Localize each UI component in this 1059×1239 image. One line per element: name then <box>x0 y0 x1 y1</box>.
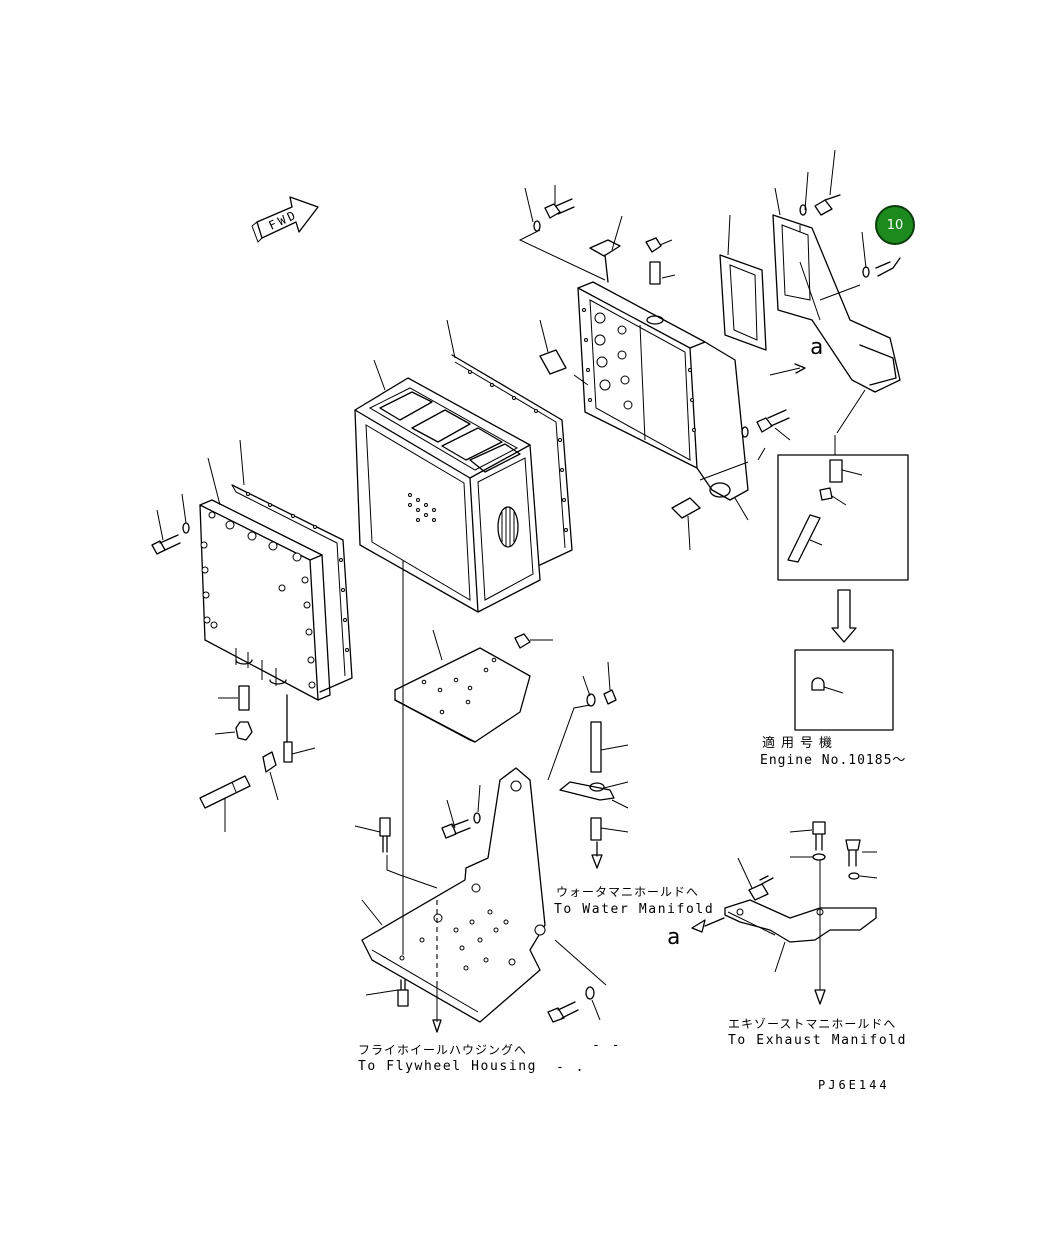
dash-mark-lower: - . <box>556 1060 586 1075</box>
right-elbow <box>772 194 901 393</box>
water-manifold-en: To Water Manifold <box>554 902 715 917</box>
core-box <box>354 377 541 613</box>
view-marker-upper: a <box>810 335 824 360</box>
center-gasket <box>451 354 573 566</box>
drawing-code: PJ6E144 <box>818 1078 890 1092</box>
dash-mark-upper: - - <box>592 1038 622 1053</box>
leader-lines <box>156 149 878 1021</box>
right-gasket <box>719 254 767 351</box>
engine-note-jp: 適用号機 <box>762 736 839 751</box>
flywheel-housing-jp: フライホイールハウジングへ <box>358 1043 528 1057</box>
left-bolt <box>151 522 190 555</box>
right-housing <box>577 281 749 501</box>
water-manifold-jp: ウォータマニホールドへ <box>556 885 700 899</box>
callout-badge-10[interactable]: 10 <box>875 205 915 245</box>
water-pipe-parts <box>547 689 617 869</box>
exhaust-manifold-jp: エキゾーストマニホールドへ <box>728 1017 897 1031</box>
exhaust-manifold-en: To Exhaust Manifold <box>728 1033 908 1048</box>
left-small-parts <box>199 685 293 809</box>
exhaust-bracket <box>691 821 877 1005</box>
mid-bracket-plate <box>394 633 531 743</box>
left-gasket <box>231 484 353 693</box>
engine-note-en: Engine No.10185～ <box>760 753 907 768</box>
detail-box <box>777 389 909 731</box>
view-marker-lower: a <box>667 925 681 950</box>
housing-top-parts <box>533 198 790 519</box>
flywheel-housing-en: To Flywheel Housing <box>358 1059 538 1074</box>
left-cover-plate <box>199 499 331 701</box>
lower-bolts <box>379 812 595 1023</box>
lower-bracket <box>361 767 546 1033</box>
fwd-arrow <box>251 196 319 243</box>
